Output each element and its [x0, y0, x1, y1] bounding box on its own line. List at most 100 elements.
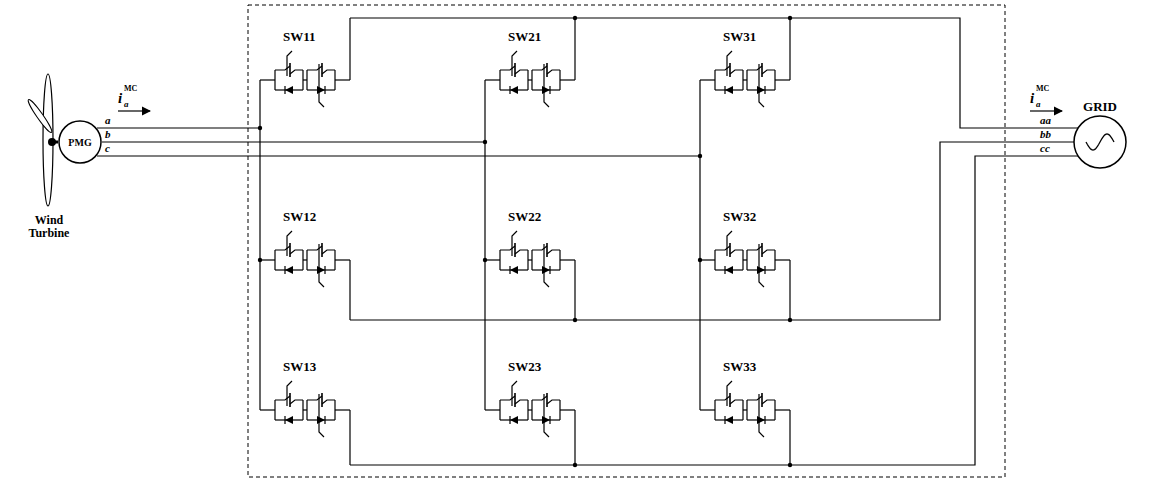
switch-frame [499, 250, 500, 270]
switch-frame [302, 250, 303, 270]
output-drop-wire [349, 410, 350, 465]
igbt-emitter [762, 400, 775, 404]
igbt-gate-bar [286, 64, 287, 76]
switch-frame [306, 400, 307, 420]
diode-symbol [317, 266, 325, 274]
switch-frame [274, 400, 275, 420]
switch-terminal [560, 259, 575, 260]
igbt-collector [307, 66, 322, 70]
diode-symbol [285, 86, 293, 94]
diode-bar [764, 86, 765, 94]
igbt-bar [514, 63, 516, 77]
igbt-bar [546, 243, 548, 257]
igbt-collector [500, 246, 515, 250]
igbt-gate-bar [511, 244, 512, 256]
switch-label: SW11 [283, 30, 316, 44]
diode-symbol [510, 86, 518, 94]
igbt-emitter [322, 250, 335, 254]
output-drop-wire [574, 410, 575, 465]
igbt-bar [761, 393, 763, 407]
output-bus-wire [350, 18, 1078, 128]
switch-frame [714, 250, 715, 270]
switch-frame [306, 70, 307, 90]
igbt-collector [747, 246, 762, 250]
switch-frame [531, 70, 532, 90]
switch-terminal [335, 79, 350, 80]
junction-dot [573, 16, 577, 20]
switch-frame [334, 400, 335, 420]
diode-symbol [725, 416, 733, 424]
diode-bar [509, 416, 510, 424]
diode-bar [764, 416, 765, 424]
phase-label: b [105, 128, 111, 140]
junction-dot [483, 140, 487, 144]
switch-frame [274, 250, 275, 270]
switch-terminal [700, 79, 715, 80]
igbt-emitter [730, 250, 743, 254]
current-superscript: MC [124, 85, 137, 94]
igbt-emitter [290, 70, 303, 74]
output-bus-wire [350, 142, 1074, 320]
switch-label: SW13 [283, 360, 316, 374]
switch-frame [334, 70, 335, 90]
igbt-collector [532, 66, 547, 70]
igbt-gate-bar [543, 394, 544, 406]
node-label: GRID [1068, 100, 1132, 114]
igbt-gate-lead [512, 231, 517, 244]
diode-bar [324, 266, 325, 274]
igbt-collector [500, 396, 515, 400]
igbt-gate-bar [511, 394, 512, 406]
diode-bar [324, 416, 325, 424]
converter-enclosure [248, 5, 1005, 477]
switch-terminal [485, 259, 500, 260]
igbt-bar [546, 63, 548, 77]
diode-bar [509, 266, 510, 274]
igbt-collector [307, 396, 322, 400]
igbt-gate-bar [758, 394, 759, 406]
diode-bar [724, 86, 725, 94]
igbt-emitter [547, 400, 560, 404]
grid-circle [1074, 116, 1126, 168]
igbt-collector [275, 246, 290, 250]
junction-dot [573, 463, 577, 467]
igbt-bar [514, 393, 516, 407]
output-bus-wire [350, 156, 1078, 465]
junction-dot [698, 154, 702, 158]
igbt-emitter [730, 400, 743, 404]
diode-bar [549, 416, 550, 424]
igbt-emitter [322, 70, 335, 74]
igbt-emitter [515, 400, 528, 404]
igbt-gate-bar [511, 64, 512, 76]
switch-frame [774, 70, 775, 90]
diode-bar [284, 266, 285, 274]
switch-terminal [485, 79, 500, 80]
igbt-gate-bar [726, 244, 727, 256]
switch-terminal [700, 259, 715, 260]
igbt-collector [747, 66, 762, 70]
input-column-wire [699, 80, 700, 410]
igbt-gate-lead [727, 231, 732, 244]
turbine-caption: Wind Turbine [14, 214, 84, 240]
diode-bar [549, 266, 550, 274]
switch-terminal [700, 409, 715, 410]
diode-bar [724, 416, 725, 424]
igbt-emitter [547, 250, 560, 254]
igbt-bar [761, 63, 763, 77]
igbt-bar [729, 63, 731, 77]
igbt-gate-bar [758, 64, 759, 76]
switch-frame [746, 400, 747, 420]
switch-frame [559, 70, 560, 90]
switch-frame [499, 400, 500, 420]
switch-terminal [335, 409, 350, 410]
igbt-bar [321, 393, 323, 407]
input-column-wire [484, 80, 485, 410]
igbt-gate-lead [727, 51, 732, 64]
switch-terminal [260, 79, 275, 80]
igbt-emitter [547, 70, 560, 74]
output-drop-wire [789, 410, 790, 465]
phase-label: c [105, 142, 110, 154]
diode-symbol [317, 416, 325, 424]
diode-bar [549, 86, 550, 94]
diode-symbol [285, 416, 293, 424]
